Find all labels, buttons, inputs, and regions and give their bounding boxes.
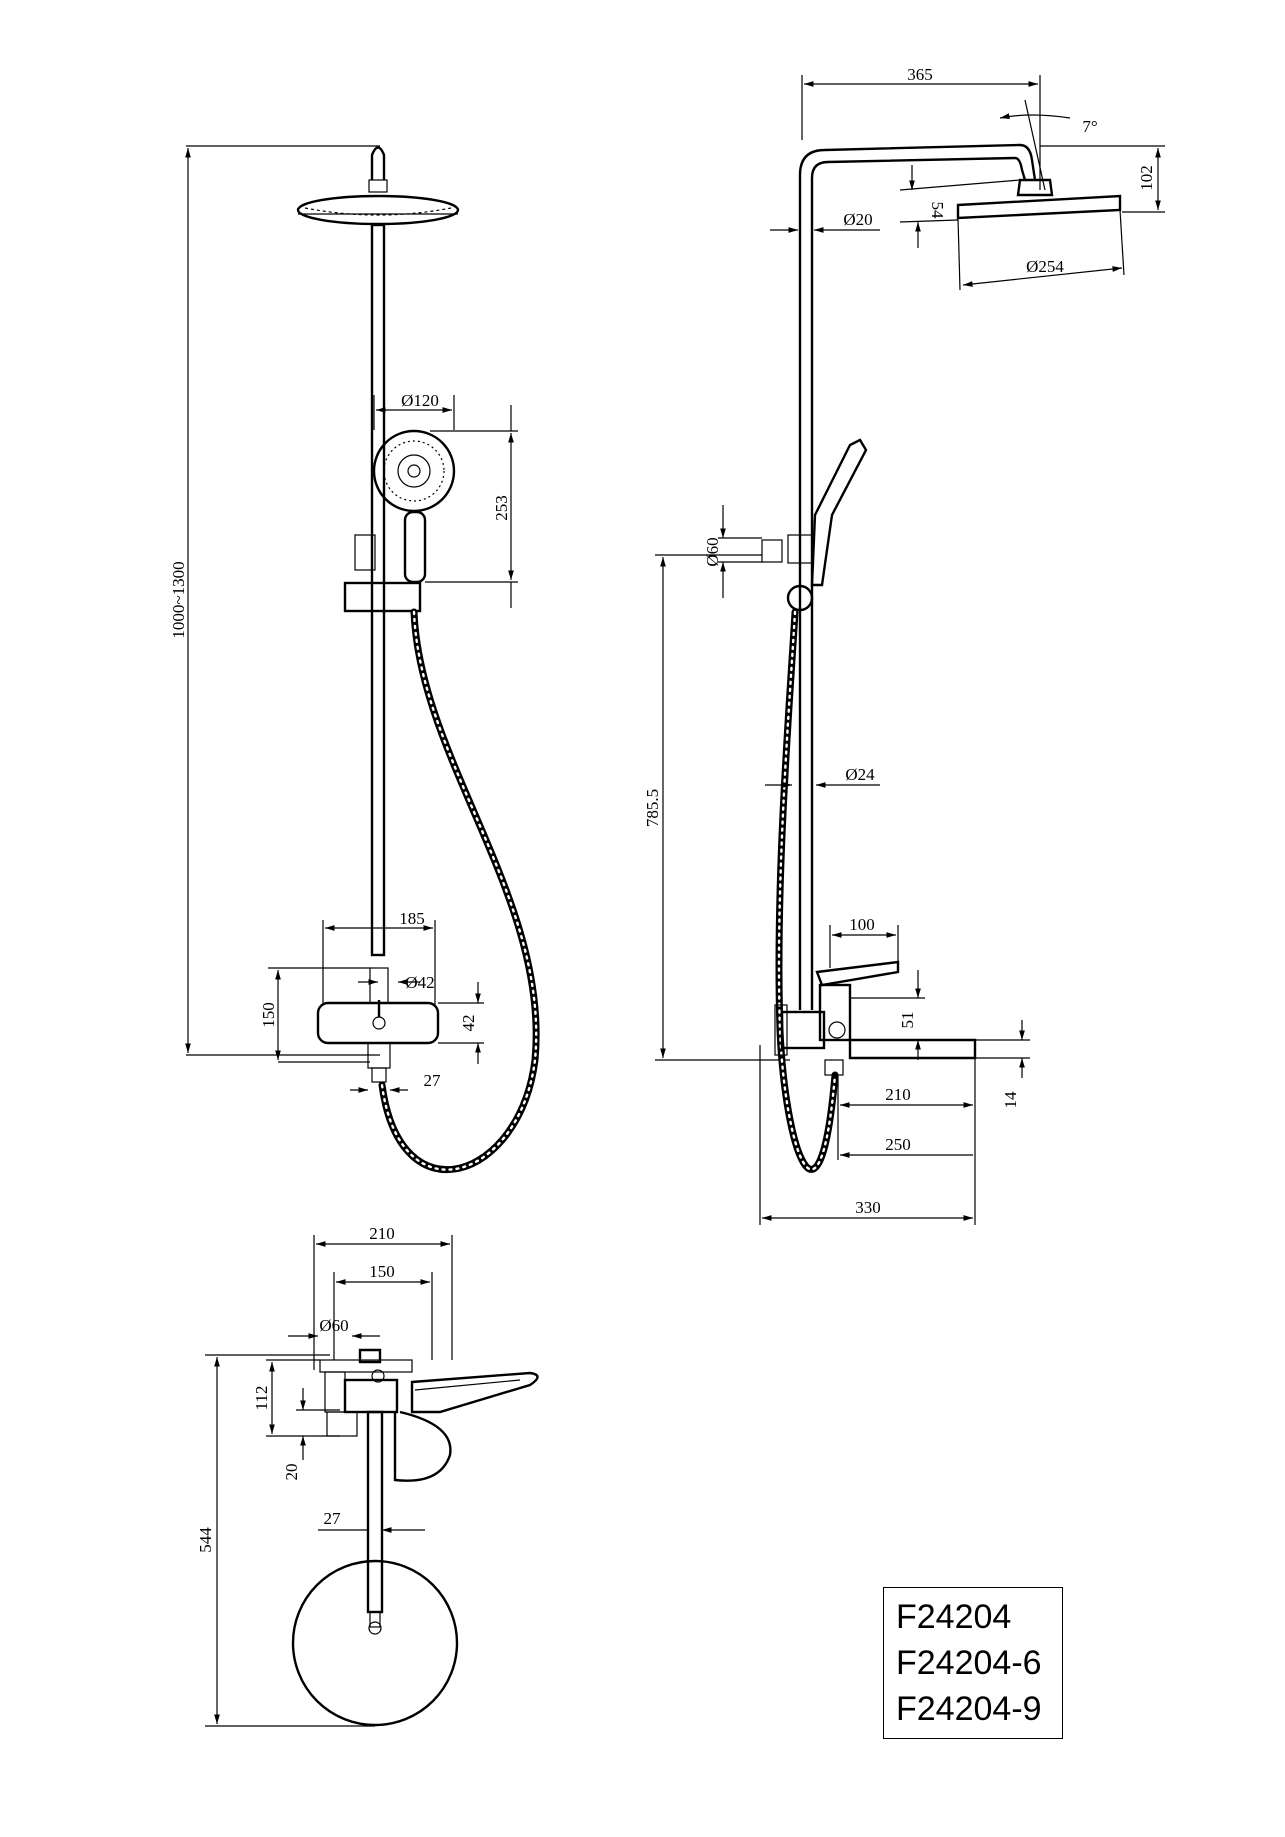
spout <box>848 1038 977 1060</box>
wall-plate <box>291 1559 459 1727</box>
dim-top-depth-112: 112 <box>252 1386 271 1411</box>
dim-top-riser-27: 27 <box>324 1509 342 1528</box>
model-number: F24204-9 <box>896 1690 1042 1728</box>
dim-spout-330: 330 <box>855 1198 881 1217</box>
dim-top-width-150: 150 <box>369 1262 395 1281</box>
dim-riser-diameter: Ø24 <box>845 765 875 784</box>
top-spout <box>410 1371 539 1414</box>
dim-arm-length: 365 <box>907 65 933 84</box>
dim-top-width-210: 210 <box>369 1224 395 1243</box>
dim-spout-250: 250 <box>885 1135 911 1154</box>
dim-head-diameter: Ø254 <box>1026 257 1064 276</box>
model-number: F24204 <box>896 1598 1012 1636</box>
dim-top-holder-diameter: Ø60 <box>319 1316 348 1335</box>
dim-mixer-body: 42 <box>459 1015 478 1032</box>
top-view: 210 150 Ø60 112 2 <box>196 1224 539 1727</box>
dim-top-depth-20: 20 <box>282 1464 301 1481</box>
side-rain-head <box>956 194 1122 220</box>
dim-head-drop: 102 <box>1137 165 1156 191</box>
dim-mixer-height: 150 <box>259 1002 278 1028</box>
front-view: 1000~1300 Ø120 253 <box>169 145 540 1174</box>
dim-head-thickness: 54 <box>928 202 947 220</box>
dim-outlet-width: 27 <box>424 1071 442 1090</box>
hand-shower-head <box>372 429 456 513</box>
dim-mixer-offset: 51 <box>898 1012 917 1029</box>
dim-handshower-length: 253 <box>492 495 511 521</box>
dim-height-range: 1000~1300 <box>169 561 188 638</box>
dim-head-angle: 7° <box>1082 117 1097 136</box>
dim-mixer-width: 185 <box>399 909 425 928</box>
model-number-box: F24204 F24204-6 F24204-9 <box>883 1587 1063 1739</box>
dim-slider-height: 785.5 <box>643 789 662 827</box>
side-view: 365 7° 102 54 Ø254 Ø20 <box>643 65 1165 1225</box>
dim-handshower-diameter: Ø120 <box>401 391 439 410</box>
dim-lever-length: 100 <box>849 915 875 934</box>
model-number: F24204-6 <box>896 1644 1042 1682</box>
dim-mixer-outlet-diameter: Ø42 <box>405 973 434 992</box>
dim-holder-diameter: Ø60 <box>703 537 722 566</box>
dim-spout-210: 210 <box>885 1085 911 1104</box>
dim-top-depth-544: 544 <box>196 1527 215 1553</box>
dim-pipe-diameter: Ø20 <box>843 210 872 229</box>
rain-shower-head <box>296 194 460 226</box>
dim-spout-thickness: 14 <box>1001 1091 1020 1109</box>
